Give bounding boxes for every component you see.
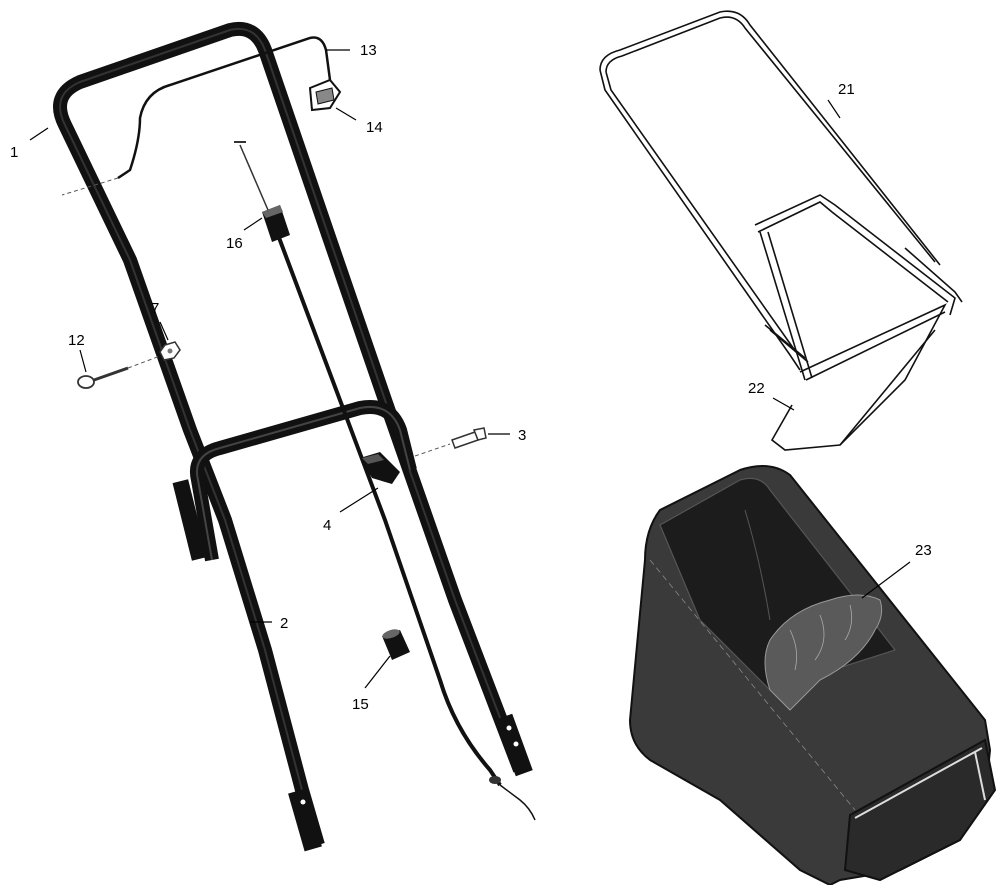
callout-7: 7 — [151, 300, 159, 317]
callout-3: 3 — [518, 427, 526, 444]
callout-14: 14 — [366, 119, 383, 136]
lower-handle — [172, 400, 417, 562]
callout-4: 4 — [323, 517, 331, 534]
callout-23: 23 — [915, 542, 932, 559]
eyebolt — [77, 355, 161, 389]
control-cable — [234, 141, 536, 821]
callout-13: 13 — [360, 42, 377, 59]
callout-12: 12 — [68, 332, 85, 349]
cable-clip — [308, 78, 342, 112]
handle-bolt — [414, 427, 487, 457]
handle-knob — [360, 452, 400, 484]
callout-2: 2 — [280, 615, 288, 632]
callout-1: 1 — [10, 144, 18, 161]
bail-wire — [61, 36, 332, 196]
grass-bag — [628, 465, 997, 885]
hex-nut — [159, 341, 181, 361]
callout-16: 16 — [226, 235, 243, 252]
leader-lines — [29, 49, 911, 689]
callouts: 1 2 3 4 7 12 13 14 15 16 21 22 23 — [10, 42, 932, 713]
callout-22: 22 — [748, 380, 765, 397]
upper-handle — [53, 22, 533, 852]
callout-21: 21 — [838, 81, 855, 98]
callout-15: 15 — [352, 696, 369, 713]
spacer — [382, 629, 410, 660]
bag-frame — [599, 10, 963, 451]
